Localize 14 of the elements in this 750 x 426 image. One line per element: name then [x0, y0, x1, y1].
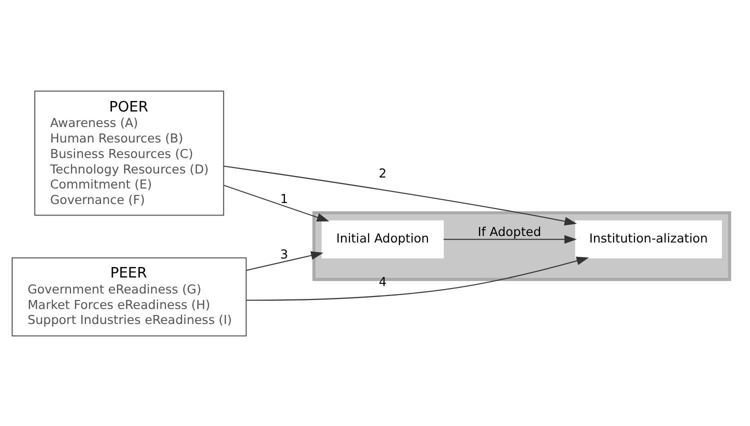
- edge-label: If Adopted: [478, 224, 542, 238]
- edge-label: 1: [280, 192, 288, 206]
- arrow: [224, 184, 330, 222]
- node-box: PEER Government eReadiness (G) Market Forces eReadiness (H) Support Industries eReadiness (I): [12, 256, 247, 336]
- edge-label: 4: [378, 274, 387, 289]
- edge-label: 2: [378, 166, 387, 180]
- arrow: [246, 256, 589, 300]
- arrow: [444, 234, 577, 244]
- node-box: Initial Adoption: [322, 220, 444, 258]
- node-box: Institution-alization: [575, 220, 722, 258]
- edge-label: 3: [280, 247, 288, 262]
- arrow: [224, 165, 577, 226]
- node-box: POER Awareness (A) Human Resources (B) Business Resources (C) Technology Resources (D) Commitment (E) Governance (F): [34, 90, 224, 216]
- arrow: [246, 250, 324, 270]
